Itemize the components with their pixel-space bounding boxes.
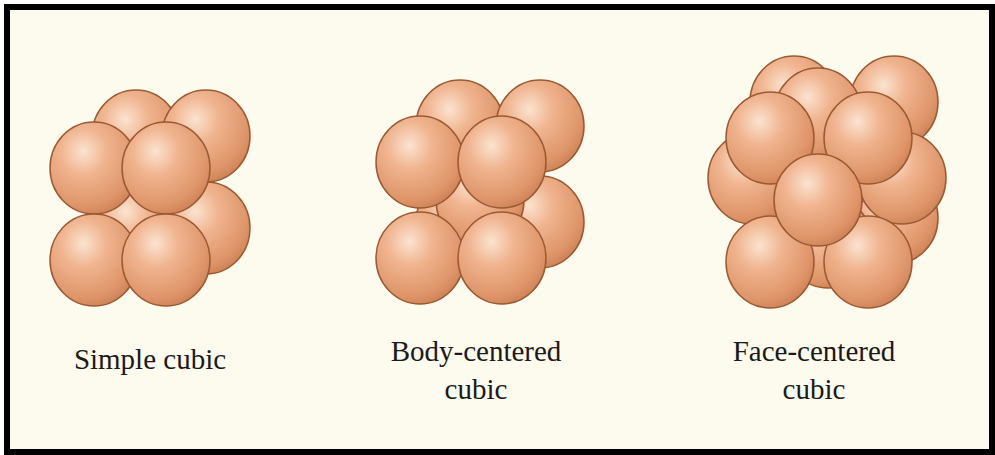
body-centered-cubic-atoms [376,80,584,304]
structure-caption: Simple cubic [40,340,260,378]
simple-cubic-atoms [50,90,250,306]
face-centered-cubic-atoms [708,56,946,308]
structure-caption: Face-centered cubic [704,332,924,408]
structure-caption: Body-centered cubic [366,332,586,408]
figure-frame: Simple cubic Body-centered cubic Face-cent… [4,4,995,455]
